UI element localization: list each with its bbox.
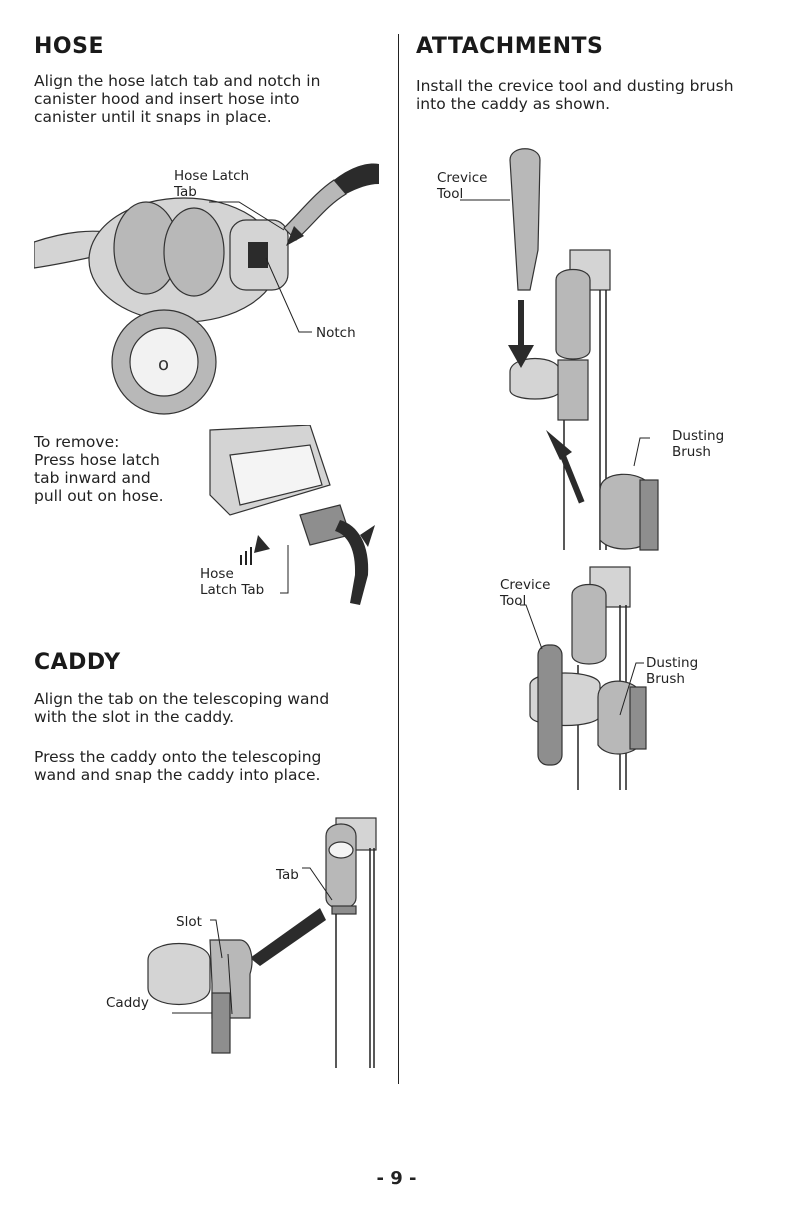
- wand-grip: [555, 268, 591, 360]
- attachments-installed-illustration: [520, 566, 647, 790]
- remove-line: pull out on hose.: [34, 487, 164, 505]
- caddy-instruction-1: Align the tab on the telescoping wand wi…: [34, 690, 384, 726]
- hose-remove-instructions: To remove: Press hose latch tab inward a…: [34, 433, 194, 505]
- caddy-illustration: [147, 817, 377, 1068]
- svg-text:o: o: [158, 354, 169, 375]
- hose-ribbed: [335, 520, 369, 605]
- arrow-icon: [508, 345, 534, 368]
- crevice-tool: [537, 644, 563, 766]
- canister-hose-illustration: o: [34, 163, 379, 415]
- label-line: Brush: [646, 671, 685, 687]
- wand-tab: [331, 905, 357, 915]
- crevice-tool: [509, 148, 541, 291]
- hose-ribbed: [334, 163, 379, 194]
- label-caddy: Caddy: [106, 995, 149, 1011]
- label-line: Hose Latch: [174, 168, 250, 184]
- brush-bristles: [639, 479, 659, 551]
- label-slot: Slot: [176, 914, 202, 930]
- remove-line: tab inward and: [34, 469, 151, 487]
- label-line: Tool: [437, 186, 464, 202]
- remove-line: To remove:: [34, 433, 120, 451]
- label-line: Tool: [500, 593, 527, 609]
- arrow-icon: [286, 226, 304, 246]
- wand-grip: [325, 823, 357, 910]
- caddy-instruction-line: Align the tab on the telescoping wand: [34, 690, 330, 708]
- arrow-icon: [360, 525, 375, 547]
- arrow-icon: [250, 908, 326, 966]
- attachments-section-title: ATTACHMENTS: [416, 34, 604, 59]
- caddy-instruction-line: wand and snap the caddy into place.: [34, 766, 321, 784]
- attachments-install-illustration: [460, 148, 659, 551]
- hose-instruction-line: Align the hose latch tab and notch in: [34, 72, 321, 90]
- caddy-clip: [557, 359, 589, 421]
- attachments-instructions: Install the crevice tool and dusting bru…: [416, 77, 776, 113]
- column-divider: [398, 34, 399, 1084]
- brush-bristles: [629, 686, 647, 750]
- arrow-icon: [254, 535, 270, 553]
- remove-line: Press hose latch: [34, 451, 160, 469]
- label-line: Crevice: [437, 170, 488, 186]
- label-hose-latch-tab: Hose Latch Tab: [174, 168, 249, 200]
- label-line: Hose: [200, 566, 234, 582]
- attachments-instruction-line: Install the crevice tool and dusting bru…: [416, 77, 734, 95]
- hose-instruction-line: canister hood and insert hose into: [34, 90, 300, 108]
- label-notch: Notch: [316, 325, 356, 341]
- caddy-instruction-line: with the slot in the caddy.: [34, 708, 235, 726]
- label-tab: Tab: [276, 867, 299, 883]
- attachments-instruction-line: into the caddy as shown.: [416, 95, 611, 113]
- label-line: Tab: [174, 184, 197, 200]
- arrow-icon: [546, 430, 572, 460]
- hose-instructions: Align the hose latch tab and notch in ca…: [34, 72, 384, 126]
- wand-grip: [571, 583, 607, 665]
- label-line: Brush: [672, 444, 711, 460]
- hose-section-title: HOSE: [34, 34, 104, 59]
- caddy-instruction-2: Press the caddy onto the telescoping wan…: [34, 748, 384, 784]
- label-hose-latch-tab-2: Hose Latch Tab: [200, 566, 264, 598]
- caddy-instruction-line: Press the caddy onto the telescoping: [34, 748, 322, 766]
- hose-notch: [248, 242, 268, 268]
- page-number: - 9 -: [376, 1168, 417, 1189]
- caddy-body: [509, 357, 561, 400]
- label-line: Dusting: [646, 655, 699, 671]
- canister-dome: [163, 207, 225, 297]
- caddy-post: [211, 992, 231, 1054]
- canister-hood-open: [229, 444, 323, 506]
- label-line: Crevice: [500, 577, 551, 593]
- hose-instruction-line: canister until it snaps in place.: [34, 108, 272, 126]
- label-line: Latch Tab: [200, 582, 265, 598]
- caddy-body: [147, 943, 211, 1005]
- caddy-section-title: CADDY: [34, 650, 121, 675]
- label-dusting-brush-1: Dusting Brush: [672, 428, 724, 460]
- hose-removal-illustration: [209, 425, 375, 605]
- wheel-hub: [129, 327, 199, 397]
- label-crevice-tool-2: Crevice Tool: [500, 577, 550, 609]
- label-line: Dusting: [672, 428, 725, 444]
- label-dusting-brush-2: Dusting Brush: [646, 655, 698, 687]
- label-crevice-tool-1: Crevice Tool: [437, 170, 487, 202]
